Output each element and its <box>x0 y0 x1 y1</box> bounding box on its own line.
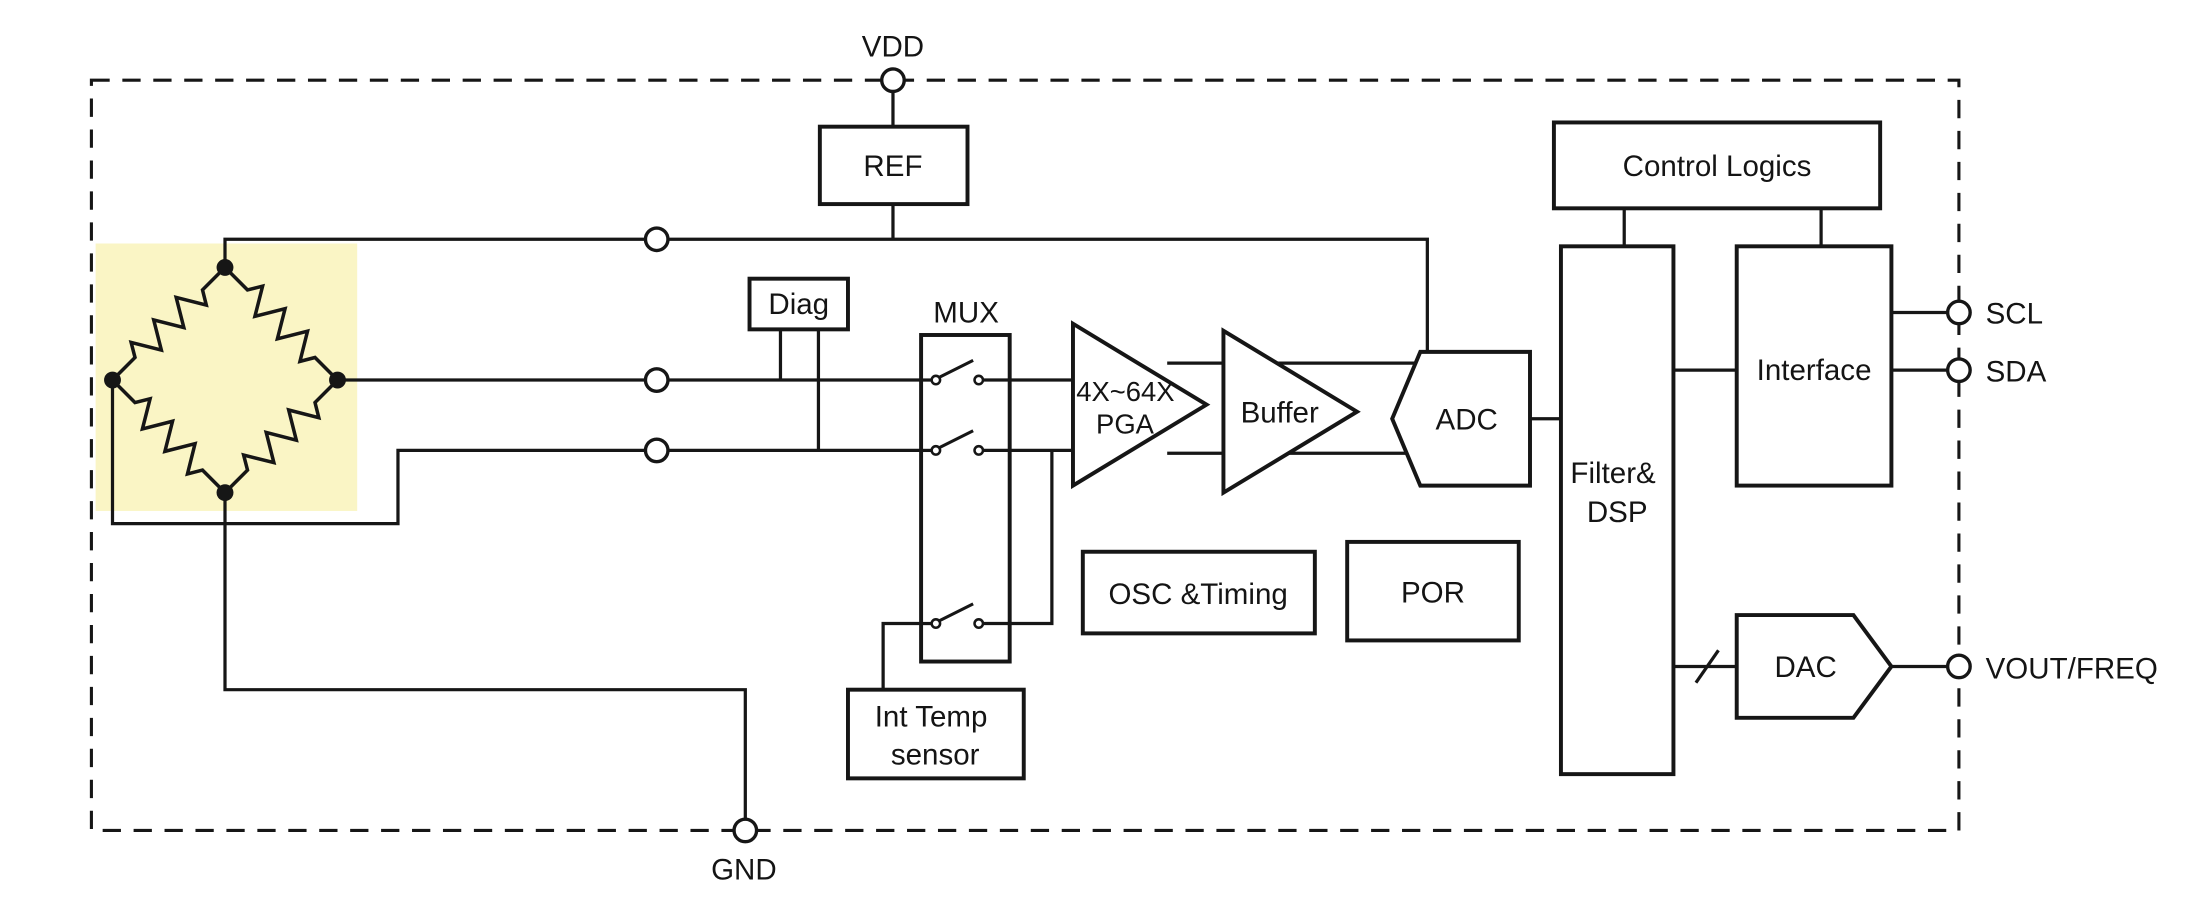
pin-terminal-vout <box>1945 653 1972 680</box>
int-temp-label-line1: Int Temp <box>875 700 988 733</box>
junction-input-pos <box>643 367 670 393</box>
int-temp-label-line2: sensor <box>891 738 980 771</box>
bridge-highlight <box>95 243 358 511</box>
wheatstone-bridge <box>101 256 349 504</box>
bridge-node-top <box>216 258 234 276</box>
switch-lever <box>938 602 974 623</box>
switch-lever <box>938 358 974 379</box>
pga-label-line2: PGA <box>1096 409 1155 440</box>
junction-input-neg <box>643 437 670 464</box>
bus-width-slash <box>1694 649 1720 684</box>
osc-timing-label: OSC &Timing <box>1108 578 1287 611</box>
pga-label-line1: 4X~64X <box>1076 376 1174 407</box>
junction-ref-line <box>643 226 670 253</box>
int-temp-label: Int Temp sensor <box>875 700 996 771</box>
wire-bridge-neg-input <box>110 380 922 526</box>
pin-terminal-gnd <box>732 817 759 844</box>
pin-label-gnd: GND <box>711 854 777 887</box>
wire-ref-bus-to-adc <box>223 237 1429 352</box>
chip-boundary <box>89 78 1961 832</box>
bridge-node-left <box>104 371 121 389</box>
interface-block <box>1734 244 1894 488</box>
mux-switch-1 <box>921 358 1010 386</box>
pin-terminal-vdd <box>880 67 906 94</box>
wires <box>110 91 1948 820</box>
diag-block <box>747 276 850 332</box>
pin-label-vout-freq: VOUT/FREQ <box>1986 652 2158 685</box>
pin-terminal-sda <box>1945 357 1972 384</box>
switch-contact-left <box>930 374 942 386</box>
pin-label-sda: SDA <box>1986 355 2047 388</box>
switch-lever <box>938 429 974 449</box>
buffer-label: Buffer <box>1241 396 1319 429</box>
bridge-node-right <box>329 371 346 389</box>
interface-label: Interface <box>1757 354 1872 387</box>
mux-switch-2 <box>921 429 1010 456</box>
diag-label: Diag <box>768 288 829 321</box>
control-logics-block <box>1551 120 1883 211</box>
adc-label: ADC <box>1436 403 1498 436</box>
mux-label: MUX <box>933 296 999 329</box>
adc-shape <box>1390 349 1532 488</box>
wire-bridge-to-gnd <box>223 492 747 820</box>
labels: VDD GND SCL SDA VOUT/FREQ REF Diag MUX 4… <box>711 30 2158 886</box>
pga-triangle <box>1071 320 1211 490</box>
mux-switch-3 <box>921 602 1010 630</box>
blocks <box>747 120 1894 781</box>
ref-label: REF <box>863 150 922 183</box>
switch-contact-right <box>973 444 985 456</box>
filter-dsp-label: Filter& DSP <box>1570 457 1664 529</box>
filter-dsp-block <box>1558 244 1676 777</box>
buffer-triangle <box>1221 327 1361 497</box>
control-logics-label: Control Logics <box>1623 150 1812 183</box>
por-label: POR <box>1401 576 1465 609</box>
osc-timing-block <box>1080 549 1317 636</box>
filter-dsp-label-line1: Filter& <box>1570 457 1656 490</box>
pga-label: 4X~64X PGA <box>1076 376 1182 439</box>
switch-contact-right <box>973 374 985 386</box>
wire-mux-out-c <box>1009 450 1054 626</box>
switch-contact-left <box>930 618 942 630</box>
switch-contact-left <box>930 444 942 456</box>
pin-label-scl: SCL <box>1986 298 2043 331</box>
dac-label: DAC <box>1774 651 1836 684</box>
pin-label-vdd: VDD <box>862 30 924 63</box>
bridge-node-bottom <box>216 484 234 502</box>
por-block <box>1345 539 1521 643</box>
int-temp-sensor-block <box>846 687 1026 781</box>
wire-temp-to-mux <box>881 621 922 690</box>
switch-contact-right <box>973 618 985 630</box>
pin-terminal-scl <box>1945 299 1972 326</box>
dac-shape <box>1734 613 1894 720</box>
ref-block <box>817 124 970 207</box>
filter-dsp-label-line2: DSP <box>1587 496 1648 529</box>
mux-switches <box>921 358 1010 630</box>
